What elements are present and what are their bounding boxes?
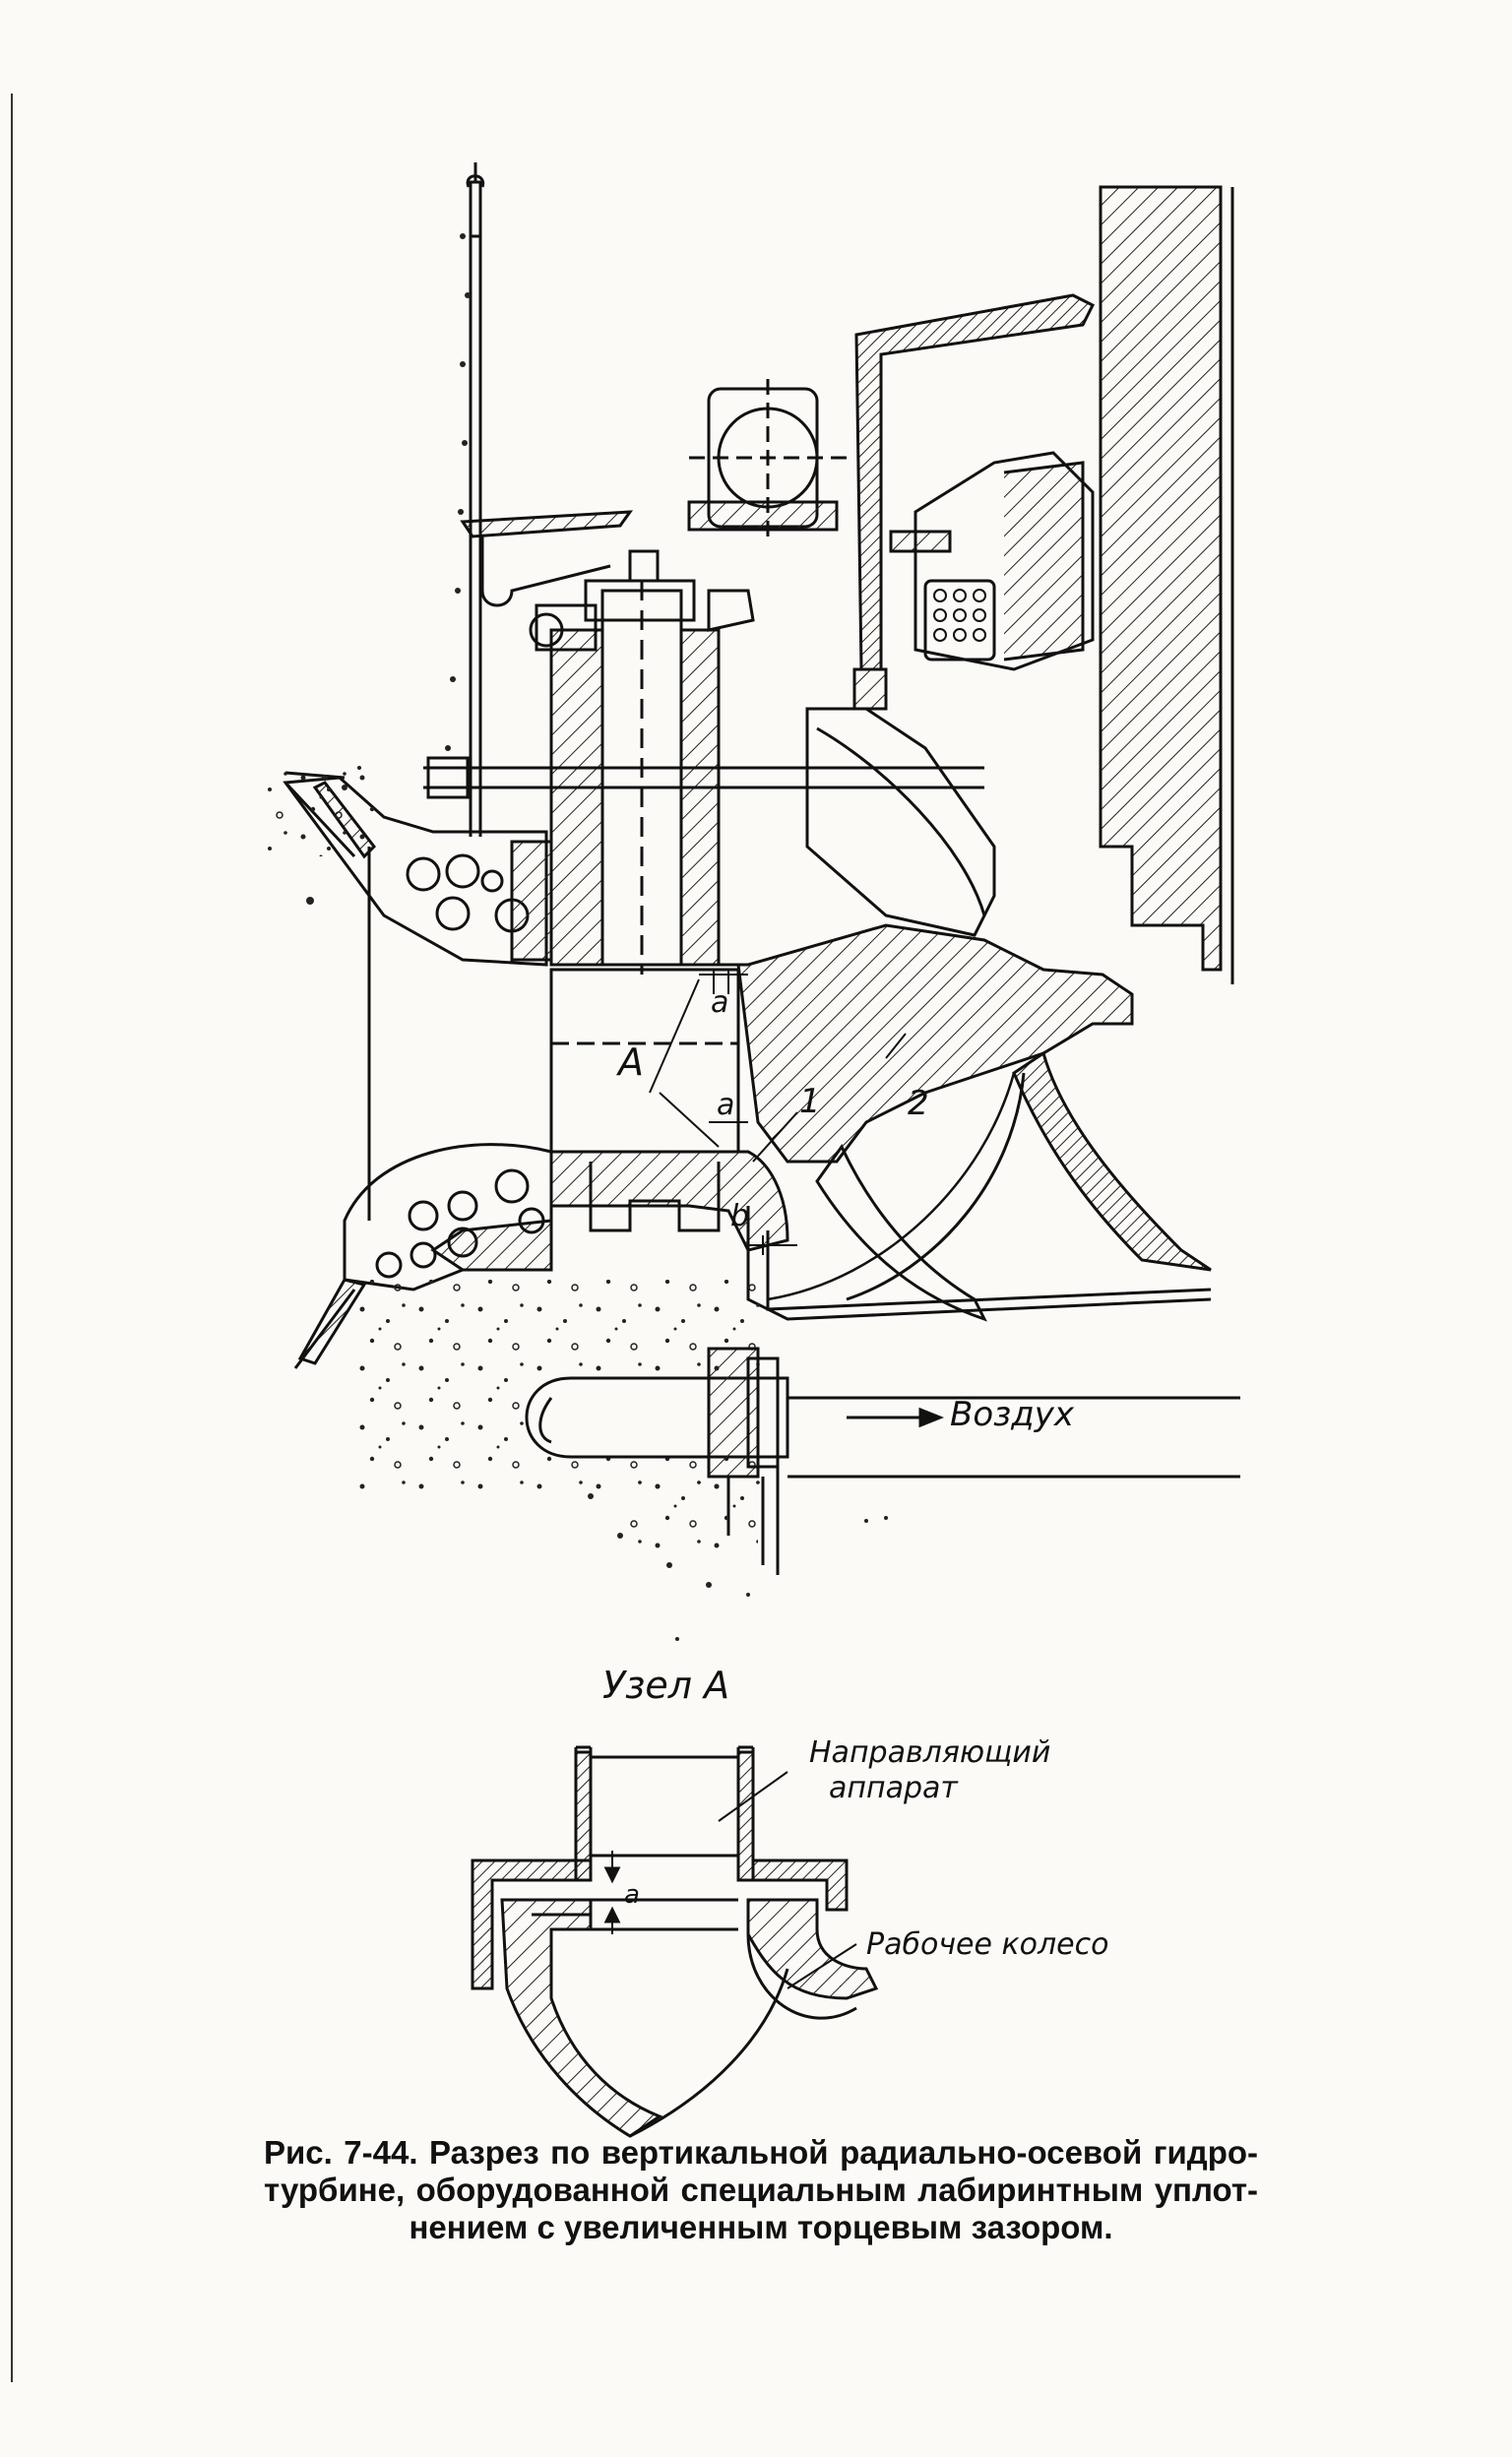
label-guide-apparatus-1: Направляющий (809, 1735, 1050, 1770)
figure-caption: Рис. 7-44. Разрез по вертикальной радиал… (264, 2134, 1258, 2246)
label-a-top: a (711, 985, 728, 1020)
label-1: 1 (799, 1082, 821, 1121)
label-a-mid: a (717, 1088, 734, 1122)
stator-wall (1099, 185, 1223, 972)
label-guide-apparatus-2: аппарат (829, 1771, 959, 1805)
detail-label-a: a (624, 1880, 640, 1910)
detail-title: Узел А (602, 1664, 729, 1707)
concrete-speckle (306, 233, 888, 1641)
runner-band (1012, 1050, 1212, 1272)
detail-view (471, 1745, 879, 2138)
caption-line-1: Рис. 7-44. Разрез по вертикальной радиал… (264, 2134, 1258, 2171)
caption-line-3: нением с увеличенным торцевым зазором. (409, 2209, 1113, 2245)
runner-outline-arc (767, 1072, 1016, 1301)
section-view (266, 162, 1240, 1575)
label-A: A (615, 1040, 644, 1084)
runner-crown (689, 923, 1134, 1164)
caption-line-2: турбине, оборудованной специальным лабир… (264, 2172, 1258, 2208)
guide-bearing (914, 451, 1095, 671)
label-runner: Рабочее колесо (866, 1927, 1108, 1962)
label-b: b (730, 1199, 749, 1233)
label-air: Воздух (950, 1395, 1075, 1434)
lower-concrete (343, 1143, 553, 1292)
label-2: 2 (908, 1084, 929, 1123)
